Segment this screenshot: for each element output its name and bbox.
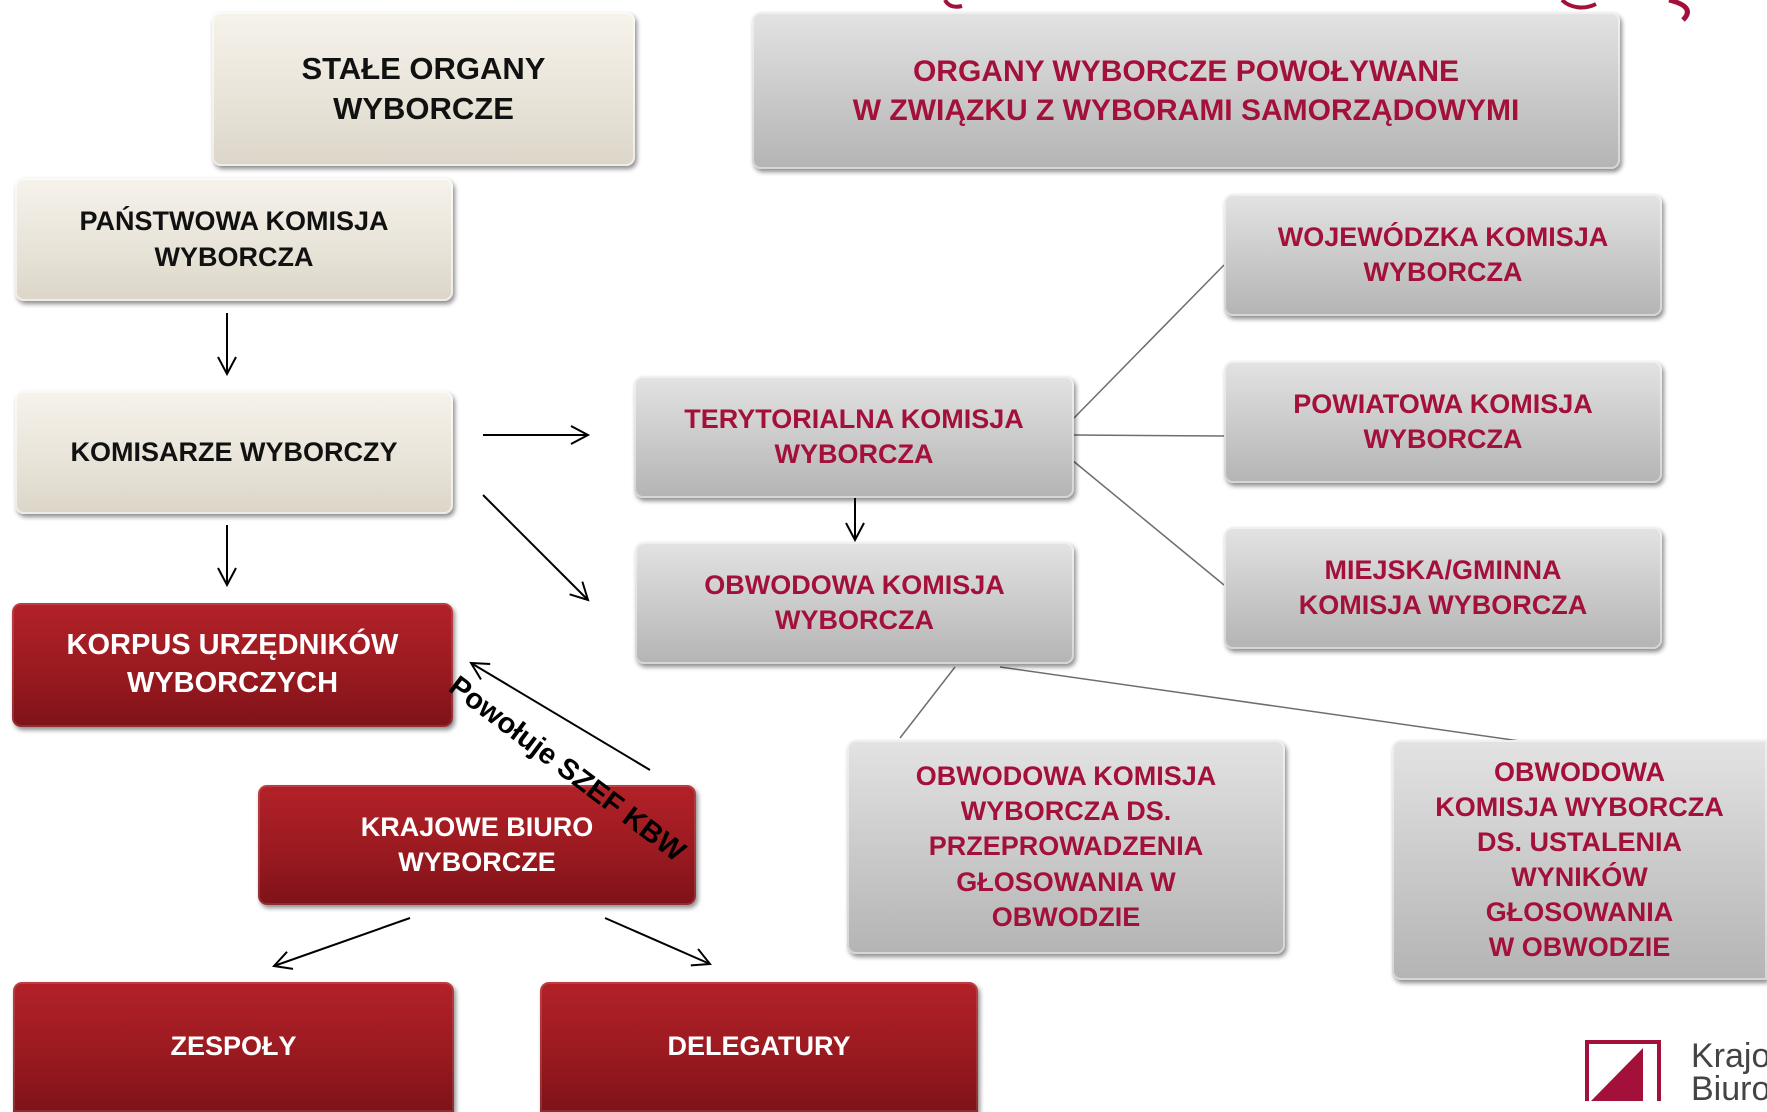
connector-obwodowa-przeprowadzenia (899, 666, 956, 739)
obw-przeprowadzenia-box: OBWODOWA KOMISJA WYBORCZA DS. PRZEPROWAD… (847, 740, 1285, 954)
obw-ustalenia-box: OBWODOWA KOMISJA WYBORCZA DS. USTALENIA … (1392, 740, 1767, 980)
stale-organy-box: STAŁE ORGANY WYBORCZE (212, 12, 635, 166)
wojewodzka-box: WOJEWÓDZKA KOMISJA WYBORCZA (1224, 194, 1662, 316)
pkw-box: PAŃSTWOWA KOMISJA WYBORCZA (15, 178, 453, 301)
obwodowa-label: OBWODOWA KOMISJA WYBORCZA (704, 569, 1005, 635)
top-decoration-mid (1560, 0, 1597, 10)
arrow-kbw-to-zespoly (271, 917, 411, 970)
connector-terytorialna-wojewodzka (1073, 264, 1225, 419)
wojewodzka-label: WOJEWÓDZKA KOMISJA WYBORCZA (1277, 221, 1609, 287)
arrow-kbw-to-korpus (469, 661, 651, 771)
connector-obwodowa-ustalenia (999, 666, 1528, 743)
powiatowa-box: POWIATOWA KOMISJA WYBORCZA (1224, 361, 1662, 483)
obwodowa-box: OBWODOWA KOMISJA WYBORCZA (635, 542, 1074, 664)
organy-powolywane-label: ORGANY WYBORCZE POWOŁYWANE W ZWIĄZKU Z W… (852, 54, 1520, 127)
connector-terytorialna-miejska (1071, 459, 1225, 586)
korpus-box: KORPUS URZĘDNIKÓW WYBORCZYCH (12, 603, 453, 727)
top-decoration-right (1668, 0, 1690, 22)
arrow-komisarze-to-obwodowa (482, 494, 590, 602)
organy-powolywane-box: ORGANY WYBORCZE POWOŁYWANE W ZWIĄZKU Z W… (752, 12, 1620, 169)
korpus-label: KORPUS URZĘDNIKÓW WYBORCZYCH (66, 629, 399, 699)
connector-terytorialna-powiatowa (1073, 434, 1225, 437)
delegatury-label: DELEGATURY (667, 1031, 851, 1062)
powiatowa-label: POWIATOWA KOMISJA WYBORCZA (1293, 388, 1593, 454)
arrow-kbw-to-delegatury (604, 917, 712, 967)
komisarze-label: KOMISARZE WYBORCZY (70, 436, 398, 467)
kbw-logo-icon (1585, 1040, 1661, 1101)
stale-organy-label: STAŁE ORGANY WYBORCZE (301, 50, 546, 126)
komisarze-box: KOMISARZE WYBORCZY (15, 391, 453, 514)
delegatury-box: DELEGATURY (540, 982, 978, 1112)
obw-przeprowadzenia-label: OBWODOWA KOMISJA WYBORCZA DS. PRZEPROWAD… (915, 761, 1217, 932)
zespoly-box: ZESPOŁY (13, 982, 454, 1112)
obw-ustalenia-label: OBWODOWA KOMISJA WYBORCZA DS. USTALENIA … (1435, 756, 1724, 963)
zespoly-label: ZESPOŁY (170, 1031, 297, 1062)
miejska-box: MIEJSKA/GMINNA KOMISJA WYBORCZA (1224, 527, 1662, 649)
kbw-box: KRAJOWE BIURO WYBORCZE (258, 785, 696, 905)
terytorialna-box: TERYTORIALNA KOMISJA WYBORCZA (634, 376, 1074, 498)
top-decoration-left (943, 0, 963, 9)
kbw-label: KRAJOWE BIURO WYBORCZE (360, 811, 594, 877)
miejska-label: MIEJSKA/GMINNA KOMISJA WYBORCZA (1298, 554, 1588, 620)
kbw-logo: Krajo Biuro (1585, 1040, 1767, 1101)
pkw-label: PAŃSTWOWA KOMISJA WYBORCZA (79, 206, 389, 272)
kbw-logo-text: Krajo Biuro (1691, 1040, 1767, 1101)
terytorialna-label: TERYTORIALNA KOMISJA WYBORCZA (684, 403, 1024, 469)
